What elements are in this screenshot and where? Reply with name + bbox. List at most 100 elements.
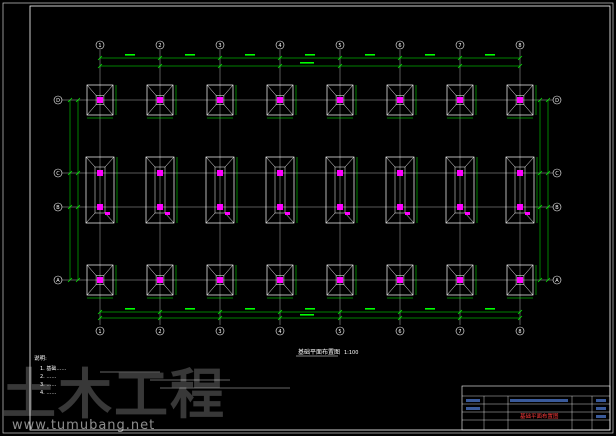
footing-outline — [506, 264, 534, 296]
note-3: 3. …… — [40, 382, 56, 388]
footing-beam — [214, 166, 226, 214]
column-marker — [337, 97, 343, 103]
dimension-text-mark — [185, 54, 195, 56]
footing-slope-line — [283, 84, 294, 96]
column-marker-small — [285, 212, 290, 215]
footing-beam — [514, 166, 526, 214]
dimension-tick — [457, 63, 463, 69]
dimension-tick — [97, 315, 103, 321]
axis-bubble-bottom: 3 — [215, 326, 225, 336]
footing-pedestal — [515, 95, 525, 105]
footing-slope-line — [223, 284, 234, 296]
axis-label: C — [56, 171, 60, 177]
footing-slope-line — [265, 212, 276, 224]
column-marker — [97, 277, 103, 283]
axis-bubble-bottom: 2 — [155, 326, 165, 336]
column-marker — [457, 277, 463, 283]
dimension-tick — [67, 97, 73, 103]
footing-pedestal — [335, 95, 345, 105]
footing-outline — [85, 156, 115, 224]
footing-outline — [86, 264, 114, 296]
title-block: 基础平面布置图 — [461, 385, 611, 431]
dimension-tick — [157, 309, 163, 315]
dimension-tick — [537, 170, 543, 176]
footing-slope-line — [284, 156, 295, 168]
footing-row-a — [266, 264, 297, 299]
dimension-tick — [545, 97, 551, 103]
footing-slope-line — [344, 156, 355, 168]
axis-bubble-top: 5 — [335, 40, 345, 50]
footing-slope-line — [86, 104, 97, 116]
column-marker — [397, 170, 403, 176]
dimension-tick — [67, 170, 73, 176]
dimension-tick — [457, 315, 463, 321]
footing-slope-line — [223, 264, 234, 276]
dimension-tick — [277, 309, 283, 315]
axis-bubble-right: C — [552, 168, 562, 178]
footing-slope-line — [506, 264, 517, 276]
footing-slope-line — [265, 156, 276, 168]
footing-combined-bc — [205, 156, 238, 224]
axis-label: 8 — [518, 329, 521, 335]
footing-slope-line — [403, 284, 414, 296]
column-marker — [157, 170, 163, 176]
dimension-text-mark — [125, 308, 135, 310]
column-marker — [517, 277, 523, 283]
axis-label: 3 — [218, 329, 221, 335]
dimension-tick — [217, 55, 223, 61]
dimension-tick — [67, 204, 73, 210]
axis-label: 4 — [278, 329, 281, 335]
footing-slope-line — [506, 84, 517, 96]
footing-outline — [146, 264, 174, 296]
dimension-tick — [97, 309, 103, 315]
footing-slope-line — [506, 284, 517, 296]
axis-bubble-circle — [155, 40, 165, 50]
footing-pedestal — [515, 275, 525, 285]
footing-outline — [386, 84, 414, 116]
axis-bubble-top: 3 — [215, 40, 225, 50]
column-marker — [157, 97, 163, 103]
footing-slope-line — [85, 212, 96, 224]
axis-label: C — [555, 171, 559, 177]
footing-outline — [205, 156, 235, 224]
column-marker-small — [525, 212, 530, 215]
footing-slope-line — [145, 212, 156, 224]
watermark-url: www.tumubang.net — [12, 418, 156, 433]
footing-row-a — [326, 264, 357, 299]
footing-slope-line — [325, 212, 336, 224]
footing-slope-line — [446, 284, 457, 296]
footing-slope-line — [223, 104, 234, 116]
axis-label: 7 — [458, 329, 461, 335]
axis-label: D — [56, 98, 60, 104]
footing-slope-line — [206, 284, 217, 296]
axis-bubble-circle — [275, 40, 285, 50]
footing-pedestal — [275, 95, 285, 105]
footing-slope-line — [85, 156, 96, 168]
dimension-text-mark — [300, 314, 314, 316]
axis-bubble-circle — [455, 326, 465, 336]
footing-slope-line — [103, 104, 114, 116]
footing-slope-line — [343, 84, 354, 96]
footing-outline — [206, 84, 234, 116]
footing-slope-line — [206, 84, 217, 96]
dimension-text-mark — [245, 308, 255, 310]
column-marker — [97, 97, 103, 103]
footing-row-d — [146, 84, 177, 119]
footing-slope-line — [445, 156, 456, 168]
footing-row-a — [86, 264, 117, 299]
footing-slope-line — [505, 212, 516, 224]
footing-row-d — [206, 84, 237, 119]
axis-bubble-right: B — [552, 202, 562, 212]
dimension-tick — [457, 55, 463, 61]
dimension-tick — [217, 315, 223, 321]
note-4: 4. …… — [40, 390, 56, 396]
axis-bubble-left: C — [53, 168, 63, 178]
axis-bubble-circle — [395, 326, 405, 336]
footing-outline — [86, 84, 114, 116]
notes-title: 说明: — [34, 354, 47, 362]
footing-slope-line — [86, 84, 97, 96]
footing-pedestal — [395, 95, 405, 105]
footing-slope-line — [385, 156, 396, 168]
column-marker — [277, 170, 283, 176]
